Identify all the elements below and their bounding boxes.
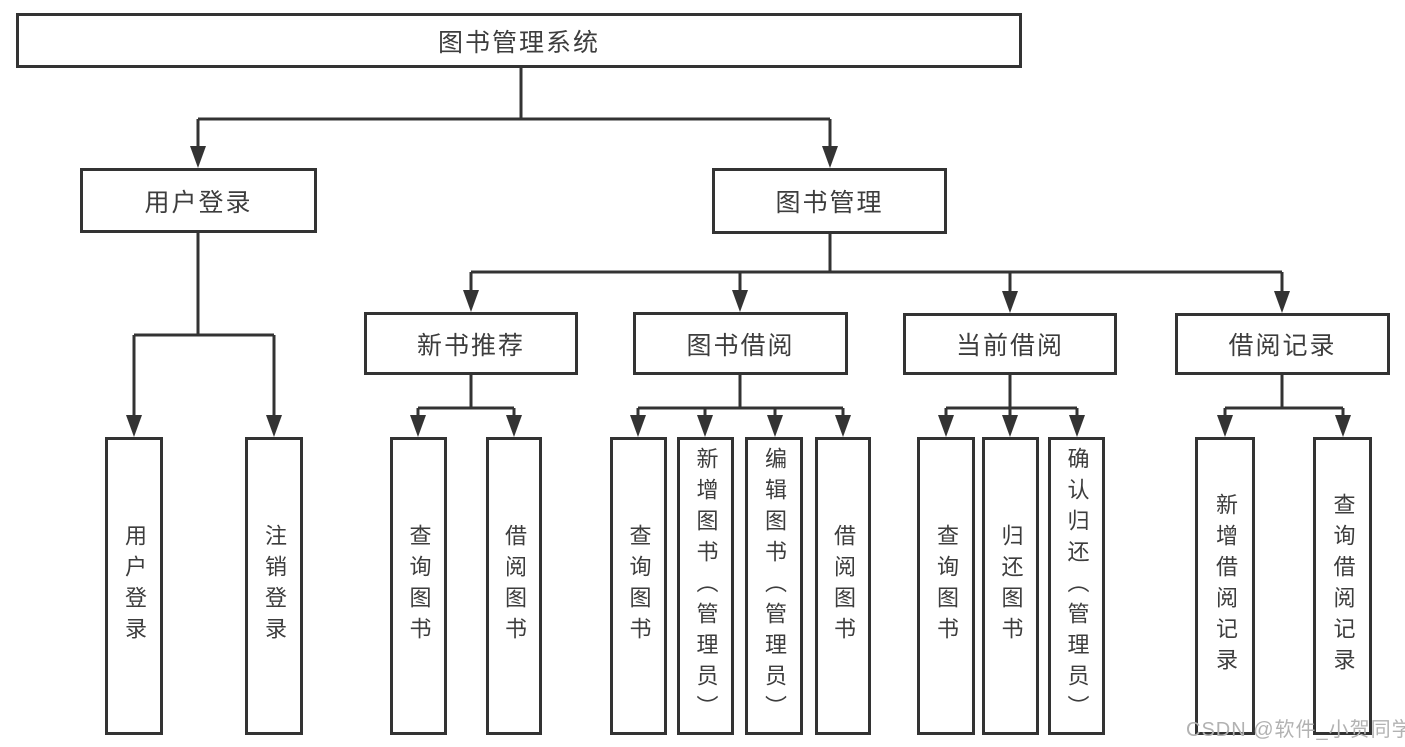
- node-borrowing-records: 借阅记录: [1175, 313, 1390, 375]
- node-book-borrowing: 图书借阅: [633, 312, 848, 375]
- node-user-login: 用户登录: [80, 168, 317, 233]
- leaf-logout: 注销登录: [245, 437, 303, 735]
- leaf-query-borrow-record: 查询借阅记录: [1313, 437, 1372, 735]
- leaf-add-books-admin: 新增图书（管理员）: [677, 437, 734, 735]
- node-current-borrowing: 当前借阅: [903, 313, 1117, 375]
- csdn-watermark: CSDN @软件_小贺同学: [1186, 719, 1405, 741]
- leaf-return-books: 归还图书: [982, 437, 1039, 735]
- leaf-edit-books-admin: 编辑图书（管理员）: [745, 437, 803, 735]
- leaf-borrow-books: 借阅图书: [815, 437, 871, 735]
- leaf-user-login: 用户登录: [105, 437, 163, 735]
- leaf-query-books-current: 查询图书: [917, 437, 975, 735]
- node-new-book-recommendation: 新书推荐: [364, 312, 578, 375]
- leaf-query-books-borrowing: 查询图书: [610, 437, 667, 735]
- leaf-confirm-return-admin: 确认归还（管理员）: [1048, 437, 1105, 735]
- leaf-borrow-books-recommend: 借阅图书: [486, 437, 542, 735]
- node-book-management: 图书管理: [712, 168, 947, 234]
- leaf-add-borrow-record: 新增借阅记录: [1195, 437, 1255, 735]
- leaf-query-books-recommend: 查询图书: [390, 437, 447, 735]
- node-library-management-system: 图书管理系统: [16, 13, 1022, 68]
